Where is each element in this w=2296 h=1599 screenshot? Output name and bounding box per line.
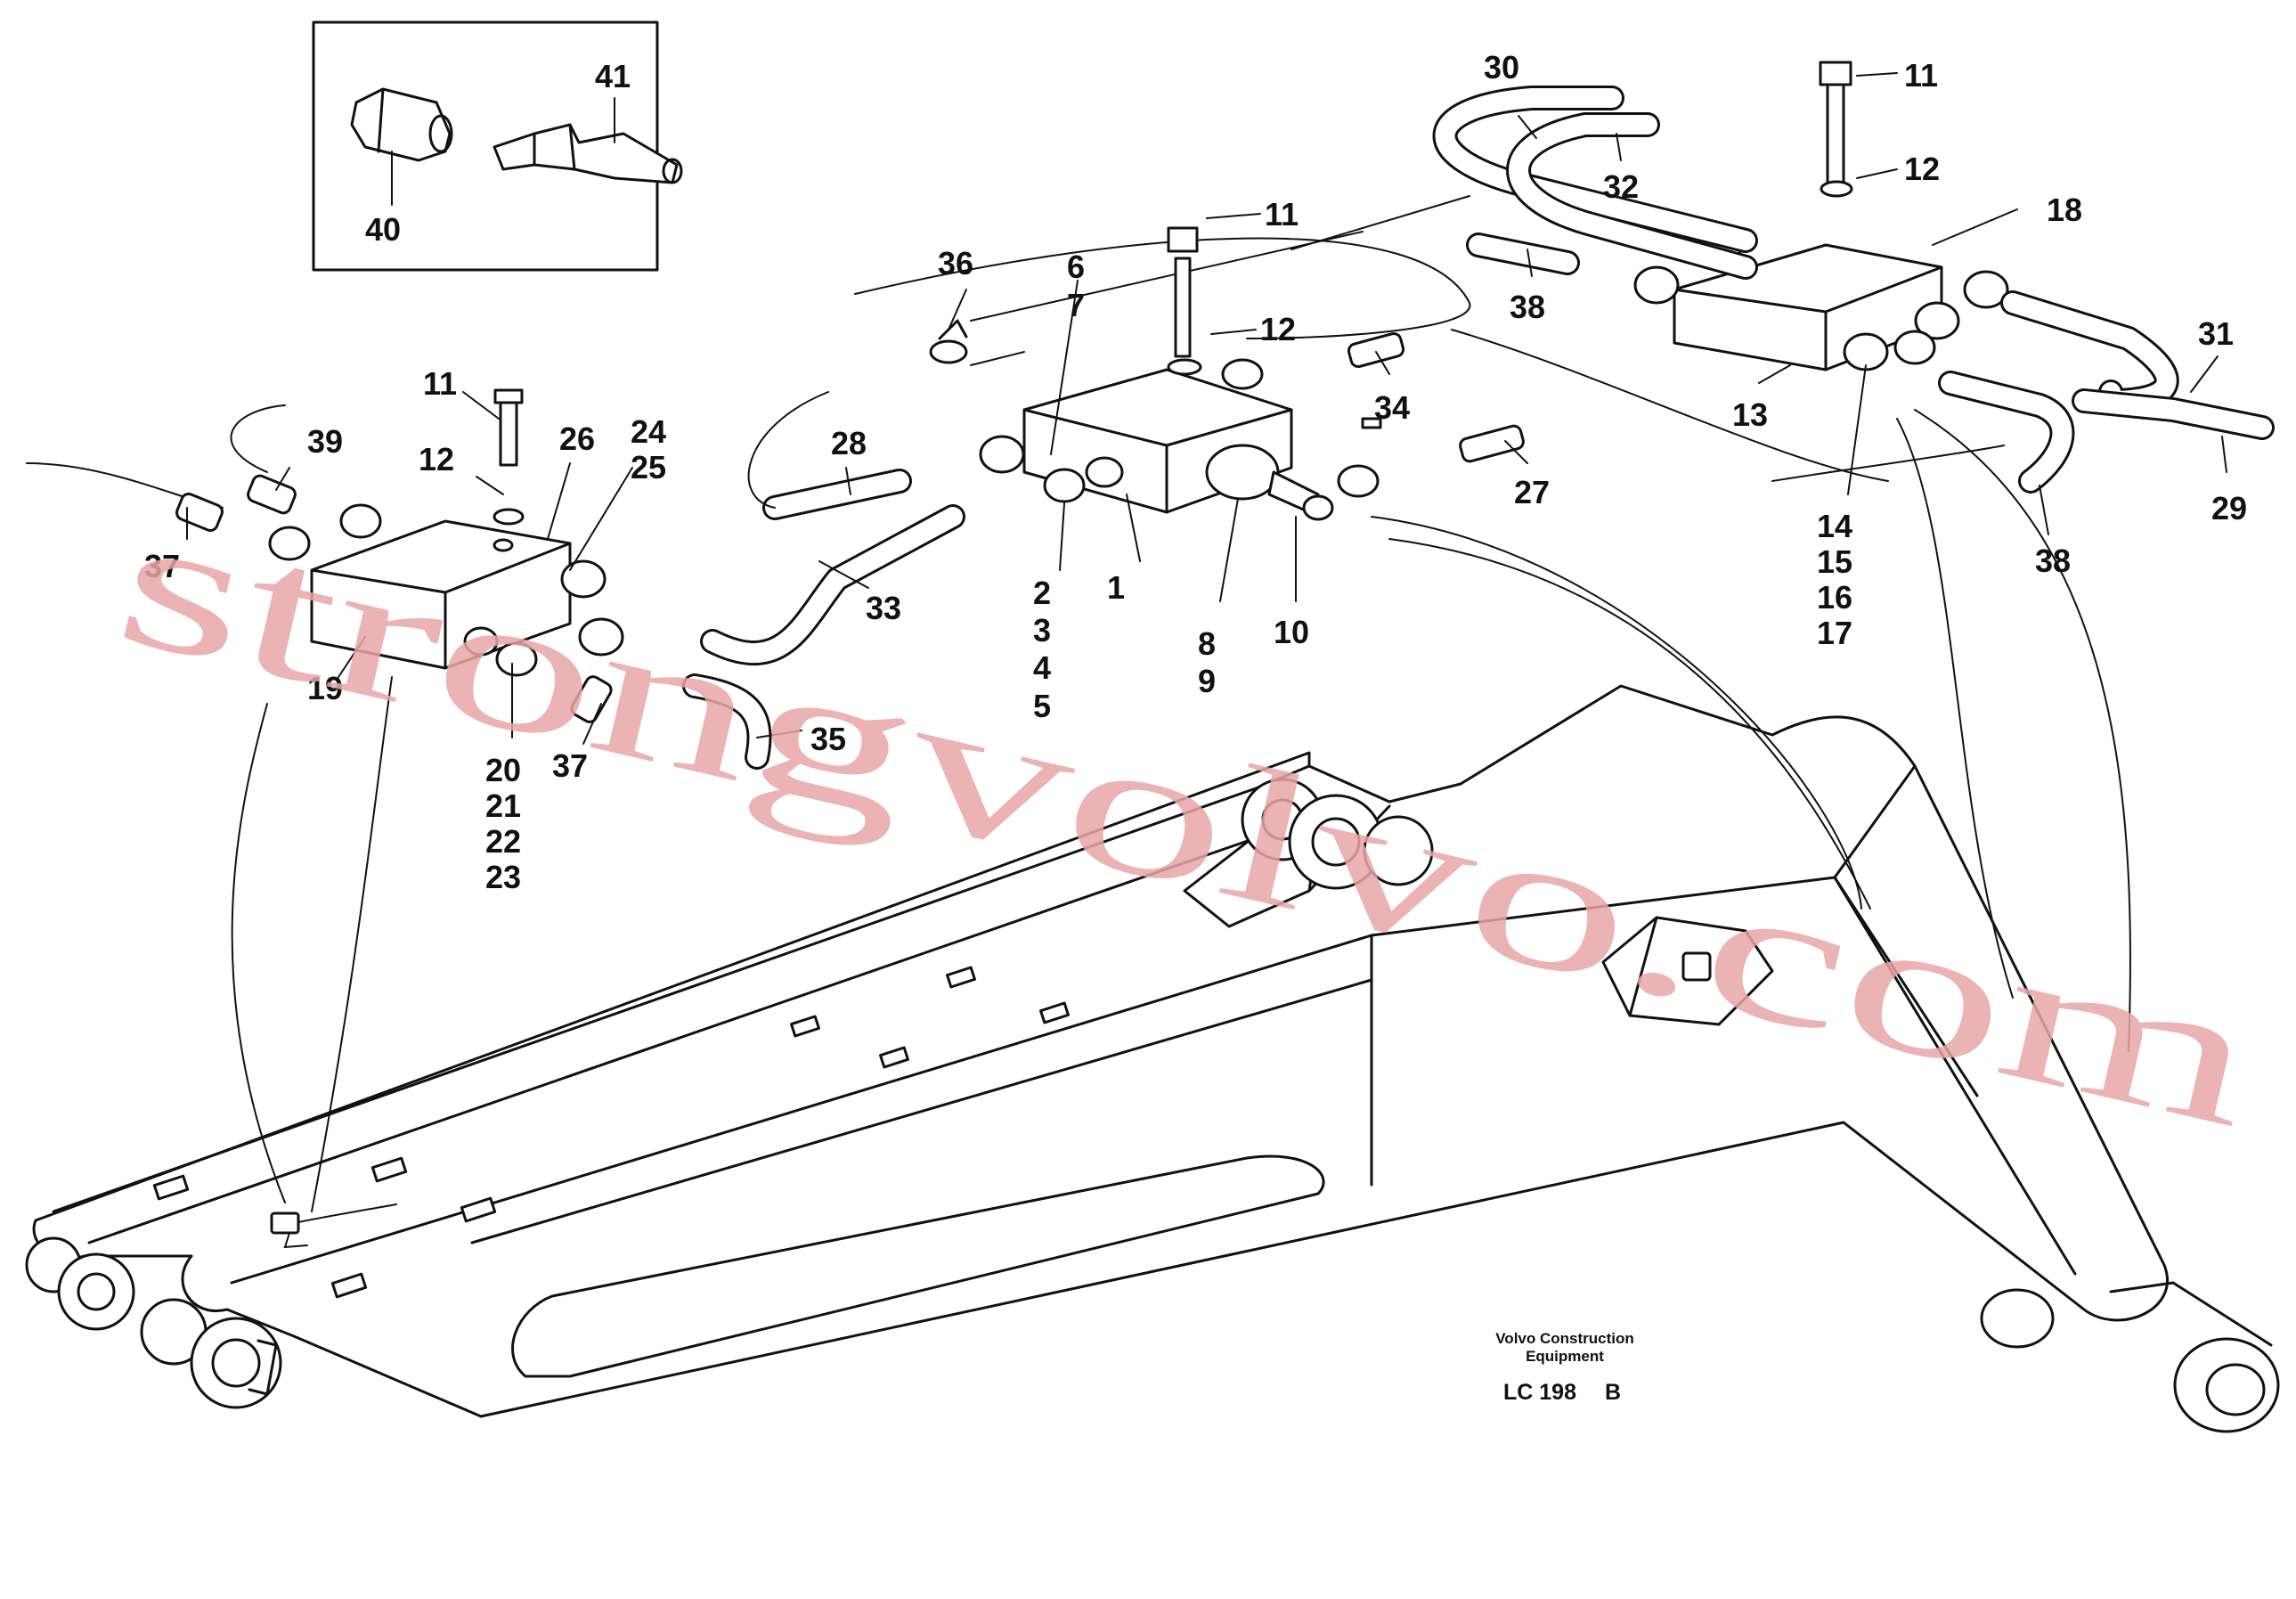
callout-numbers: 40 41 11 12 26 24 25 39 37 19 20 21 22 2… xyxy=(144,49,2247,895)
callout-5: 5 xyxy=(1033,688,1051,724)
callout-28: 28 xyxy=(831,425,867,461)
callout-37-left: 37 xyxy=(144,548,180,584)
leader-lines xyxy=(186,72,2227,745)
callout-12-left: 12 xyxy=(419,441,454,477)
callout-4: 4 xyxy=(1033,649,1051,686)
left-manifold-block xyxy=(175,388,965,770)
callout-13: 13 xyxy=(1732,396,1768,433)
callout-1: 1 xyxy=(1107,569,1125,606)
callout-18: 18 xyxy=(2047,192,2082,228)
callout-6: 6 xyxy=(1067,249,1085,285)
callout-37-bottom: 37 xyxy=(552,747,588,784)
boom-arm xyxy=(25,684,2280,1433)
callout-30: 30 xyxy=(1484,49,1519,86)
callout-33: 33 xyxy=(866,590,901,626)
callout-27: 27 xyxy=(1514,474,1550,510)
callout-40: 40 xyxy=(365,211,401,248)
callout-10: 10 xyxy=(1274,614,1309,650)
callout-38-left: 38 xyxy=(1510,289,1545,325)
callout-26: 26 xyxy=(559,420,595,457)
right-manifold-block xyxy=(1432,61,2275,494)
brand-line-2: Equipment xyxy=(1526,1348,1604,1365)
callout-36: 36 xyxy=(938,245,973,281)
callout-9: 9 xyxy=(1198,663,1216,699)
callout-20: 20 xyxy=(485,752,521,788)
callout-11-left: 11 xyxy=(423,365,457,402)
callout-12-center: 12 xyxy=(1260,311,1296,347)
callout-32: 32 xyxy=(1603,168,1639,205)
callout-3: 3 xyxy=(1033,612,1051,649)
callout-34: 34 xyxy=(1374,389,1410,426)
callout-8: 8 xyxy=(1198,625,1216,662)
callout-23: 23 xyxy=(485,859,521,895)
center-manifold-block xyxy=(747,226,1525,521)
callout-17: 17 xyxy=(1817,615,1852,651)
callout-19: 19 xyxy=(307,670,343,706)
hose-routing-lines xyxy=(26,195,2131,1212)
callout-2: 2 xyxy=(1033,575,1051,611)
brand-line-1: Volvo Construction xyxy=(1495,1330,1634,1347)
callout-22: 22 xyxy=(485,823,521,860)
callout-16: 16 xyxy=(1817,579,1852,616)
detail-inset xyxy=(312,20,683,272)
callout-31: 31 xyxy=(2198,315,2234,352)
callout-11-right: 11 xyxy=(1904,57,1938,94)
drawing-code: LC 198 xyxy=(1503,1380,1576,1405)
callout-41: 41 xyxy=(595,58,631,94)
drawing-revision: B xyxy=(1605,1380,1621,1405)
callout-14: 14 xyxy=(1817,508,1852,544)
callout-12-right: 12 xyxy=(1904,151,1940,187)
callout-15: 15 xyxy=(1817,543,1852,580)
callout-7: 7 xyxy=(1067,287,1085,323)
callout-29: 29 xyxy=(2211,490,2247,526)
callout-38-right: 38 xyxy=(2035,543,2071,579)
callout-24: 24 xyxy=(631,413,666,450)
callout-11-center: 11 xyxy=(1265,196,1299,233)
title-block: Volvo Construction Equipment LC 198 B xyxy=(1495,1330,1634,1405)
callout-21: 21 xyxy=(485,787,521,824)
callout-35: 35 xyxy=(810,721,846,757)
watermark-text: strongvolvo.com xyxy=(101,469,2275,1168)
callout-25: 25 xyxy=(631,449,666,485)
callout-39: 39 xyxy=(307,423,343,460)
